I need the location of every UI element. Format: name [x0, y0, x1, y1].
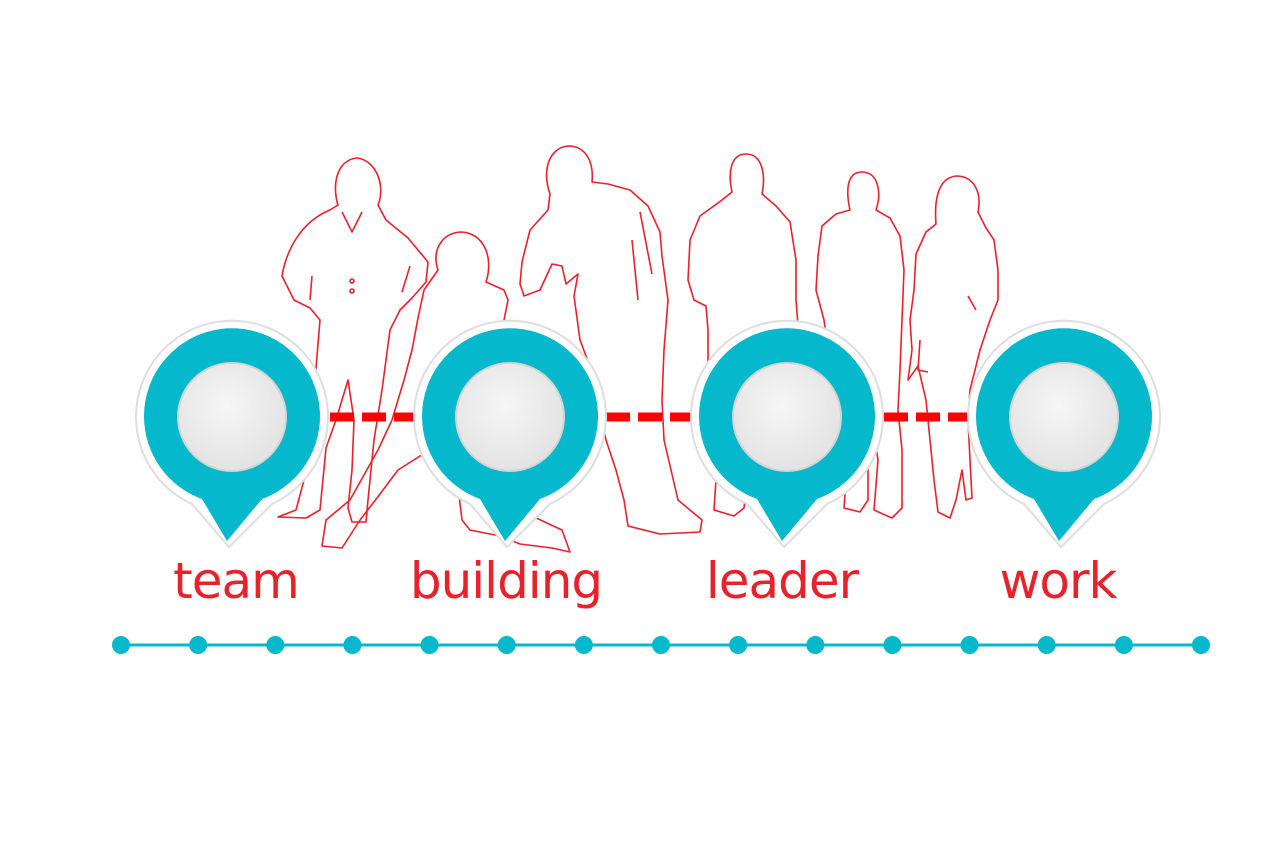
- timeline-dot: [112, 636, 130, 654]
- people-silhouettes: [277, 145, 999, 553]
- label-team: team: [173, 552, 300, 610]
- timeline-dot: [1037, 636, 1056, 654]
- label-leader: leader: [705, 552, 859, 610]
- pin-team: [134, 319, 329, 549]
- dotted-timeline: [112, 636, 1210, 654]
- button-1: [349, 278, 355, 284]
- timeline-dot: [189, 636, 208, 654]
- timeline-dot: [729, 636, 748, 654]
- pins: [134, 319, 1161, 549]
- pin-building: [412, 319, 607, 549]
- timeline-dot: [806, 636, 825, 654]
- timeline-dot: [420, 636, 439, 654]
- person-outline-1: [277, 157, 429, 523]
- timeline-dot: [883, 636, 902, 654]
- button-2: [349, 288, 355, 294]
- person-outline-2: [321, 231, 571, 553]
- pin-inner-circle: [1009, 362, 1119, 472]
- timeline-dot: [1114, 636, 1133, 654]
- timeline-dot: [497, 636, 516, 654]
- pin-inner-circle: [455, 362, 565, 472]
- timeline-dot: [266, 636, 285, 654]
- collar: [341, 211, 363, 233]
- timeline-dot: [1192, 636, 1210, 654]
- timeline-dot: [960, 636, 979, 654]
- label-work: work: [999, 552, 1118, 610]
- timeline-dot: [574, 636, 593, 654]
- timeline-dot: [343, 636, 362, 654]
- person-outline-3: [519, 145, 703, 535]
- label-building: building: [409, 552, 603, 610]
- pin-inner-circle: [177, 362, 287, 472]
- pin-inner-circle: [732, 362, 842, 472]
- person-outline-6: [907, 175, 999, 519]
- pin-leader: [689, 319, 884, 549]
- timeline-dot: [652, 636, 670, 654]
- pin-work: [966, 319, 1161, 549]
